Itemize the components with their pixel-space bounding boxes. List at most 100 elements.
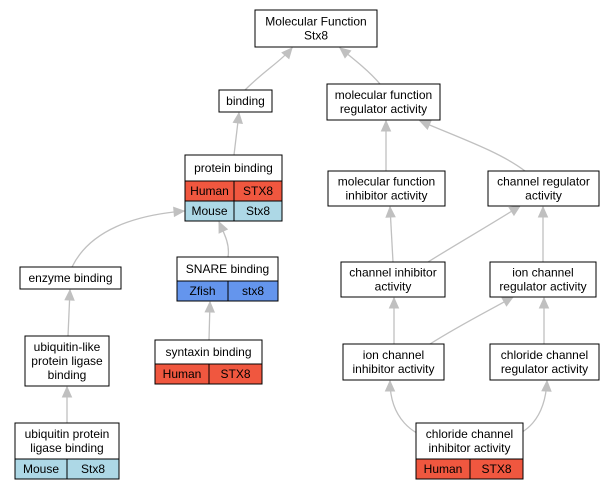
arrowhead [380, 119, 392, 132]
edge-chanreg-to-mfra [418, 120, 526, 172]
species-label: Mouse [191, 204, 227, 218]
edge-ubiqprot-to-ubiqlike [61, 385, 73, 423]
arrowhead [173, 206, 186, 218]
arrowhead [418, 120, 432, 130]
arrowhead [385, 205, 396, 218]
edge-chaninh-to-mfia [385, 205, 396, 263]
edge-protbind-to-binding [232, 111, 243, 156]
gene-label: stx8 [242, 284, 264, 298]
term-box [489, 343, 600, 381]
go-term-node-enzbind[interactable]: enzyme binding [19, 266, 122, 290]
term-label: channel regulator [497, 175, 590, 189]
edge-mfra-to-root [339, 47, 381, 85]
term-label: protein binding [194, 161, 273, 175]
species-label: Human [163, 367, 202, 381]
term-label: regulator activity [501, 362, 588, 376]
edge-binding-to-root [244, 47, 293, 91]
edge-ionchaninh-to-ionchanreg [429, 296, 515, 345]
gene-label: Stx8 [246, 204, 270, 218]
gene-label: STX8 [243, 184, 273, 198]
arrowhead [339, 47, 352, 59]
term-label: ligase binding [30, 441, 103, 455]
term-box [14, 422, 120, 460]
term-label: molecular function [335, 88, 432, 102]
species-label: Zfish [189, 284, 215, 298]
term-label: binding [48, 368, 87, 382]
species-label: Human [424, 462, 463, 476]
arrowhead [232, 111, 243, 125]
term-label: inhibitor activity [345, 189, 427, 203]
term-label: inhibitor activity [352, 362, 434, 376]
species-label: Human [190, 184, 229, 198]
term-box [184, 154, 283, 182]
term-box [327, 170, 446, 207]
term-label: activity [525, 189, 562, 203]
term-label: ion channel [512, 266, 573, 280]
term-label: protein ligase [31, 354, 103, 368]
term-label: SNARE binding [186, 262, 269, 276]
edge-ubiqlike-to-enzbind [64, 288, 75, 337]
species-label: Mouse [23, 462, 59, 476]
gene-label: Stx8 [81, 462, 105, 476]
term-label: ion channel [363, 348, 424, 362]
gene-cell [208, 363, 263, 385]
term-label: Molecular Function [265, 15, 366, 29]
term-label: Stx8 [304, 29, 328, 43]
term-label: molecular function [338, 175, 435, 189]
term-box [254, 9, 378, 48]
term-label: activity [375, 280, 412, 294]
gene-cell [227, 280, 279, 302]
edge-mfia-to-mfra [380, 119, 392, 171]
edge-chaninh-to-chanreg [427, 205, 522, 263]
go-term-node-binding[interactable]: binding [218, 89, 273, 113]
term-label: chloride channel [501, 348, 588, 362]
gene-cell [66, 458, 120, 480]
term-box [340, 261, 446, 298]
term-label: channel inhibitor [349, 266, 436, 280]
term-box [24, 335, 110, 387]
term-label: chloride channel [426, 427, 513, 441]
arrowhead [537, 205, 549, 218]
arrowhead [281, 47, 293, 60]
term-box [154, 339, 263, 365]
term-box [176, 256, 279, 282]
edge-clchanreg-to-ionchanreg [538, 296, 550, 344]
edge-enzbind-to-protbind [71, 206, 186, 268]
edges-layer [61, 47, 552, 439]
arrowhead [204, 300, 215, 313]
gene-cell [469, 458, 524, 480]
edge-ionchaninh-to-chaninh [388, 296, 400, 344]
term-label: enzyme binding [28, 271, 112, 285]
arrowhead [388, 296, 400, 309]
arrowhead [541, 379, 552, 392]
term-label: ubiquitin protein [25, 427, 110, 441]
edge-snare-to-protbind [218, 220, 230, 258]
arrowhead [218, 220, 229, 234]
gene-cell [233, 200, 283, 222]
term-box [487, 170, 600, 207]
term-label: inhibitor activity [428, 441, 510, 455]
arrowhead [61, 385, 73, 398]
edge-syntaxin-to-snare [204, 300, 215, 341]
term-box [326, 83, 441, 121]
term-label: syntaxin binding [165, 345, 251, 359]
term-box [342, 343, 445, 381]
arrowhead [538, 296, 550, 309]
arrowhead [64, 288, 75, 301]
